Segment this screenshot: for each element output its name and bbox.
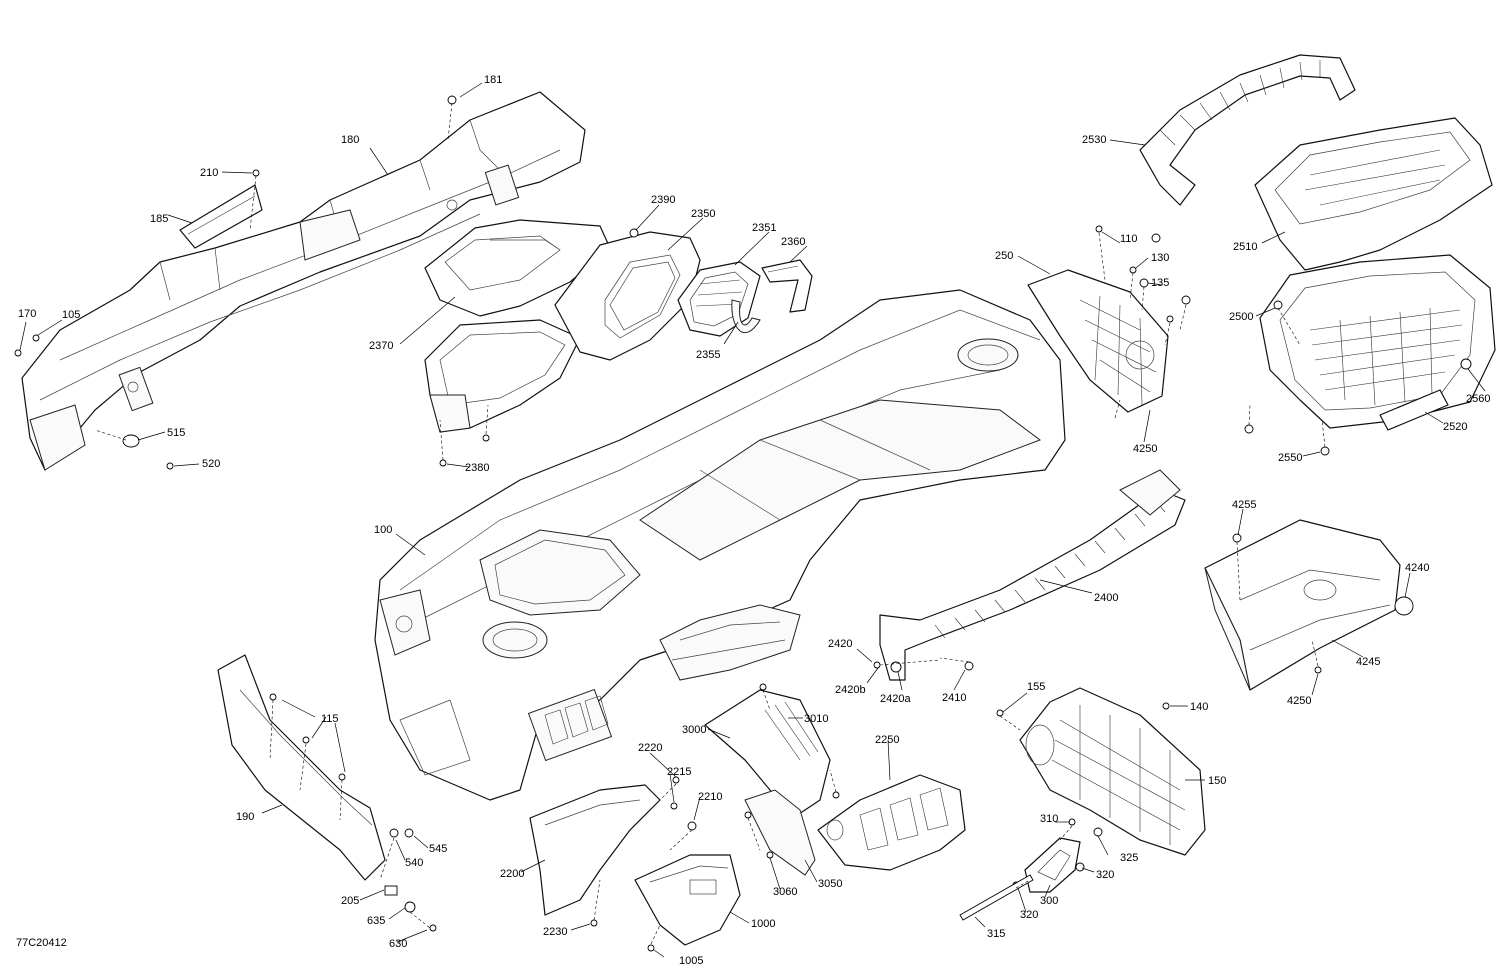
callout-4240: 4240 <box>1405 562 1429 574</box>
callout-180: 180 <box>341 134 359 146</box>
callout-2400: 2400 <box>1094 592 1118 604</box>
part-1000-pocket <box>634 854 741 946</box>
callout-2210: 2210 <box>698 791 722 803</box>
part-4245-storage-box <box>1204 519 1401 691</box>
callout-630: 630 <box>389 938 407 950</box>
callout-2420a: 2420a <box>880 693 911 705</box>
callout-635: 635 <box>367 915 385 927</box>
callout-2360: 2360 <box>781 236 805 248</box>
part-4240-plug <box>1394 596 1414 616</box>
part-180-upper-rail <box>21 91 586 471</box>
callout-2220: 2220 <box>638 742 662 754</box>
callout-170: 170 <box>18 308 36 320</box>
callout-labels: 181 180 210 185 170 105 515 520 2370 238… <box>16 74 1490 967</box>
callout-540: 540 <box>405 857 423 869</box>
callout-155: 155 <box>1027 681 1045 693</box>
part-300-bracket <box>1024 837 1081 893</box>
callout-2420b: 2420b <box>835 684 866 696</box>
callout-185: 185 <box>150 213 168 225</box>
callout-2250: 2250 <box>875 734 899 746</box>
callout-190: 190 <box>236 811 254 823</box>
callout-2420: 2420 <box>828 638 852 650</box>
part-2520-strap <box>1379 389 1449 431</box>
callout-130: 130 <box>1151 252 1169 264</box>
callout-1000: 1000 <box>751 918 775 930</box>
callout-2380: 2380 <box>465 462 489 474</box>
callout-205: 205 <box>341 895 359 907</box>
part-2400-long-rail <box>879 469 1186 681</box>
callout-310: 310 <box>1040 813 1058 825</box>
callout-4250-upper: 4250 <box>1133 443 1157 455</box>
part-2360-ring <box>761 259 813 313</box>
callout-115: 115 <box>321 713 339 725</box>
callout-320-lower: 320 <box>1020 909 1038 921</box>
part-2250-center-panel <box>817 774 966 871</box>
callout-2560: 2560 <box>1466 393 1490 405</box>
callout-3060: 3060 <box>773 886 797 898</box>
callout-2550: 2550 <box>1278 452 1302 464</box>
callout-2200: 2200 <box>500 868 524 880</box>
callout-2230: 2230 <box>543 926 567 938</box>
part-2200-pocket <box>529 784 661 916</box>
part-2370-top-cover <box>424 219 611 317</box>
hardware <box>14 95 1472 952</box>
callout-325: 325 <box>1120 852 1138 864</box>
callout-1005: 1005 <box>679 955 703 967</box>
callout-4255: 4255 <box>1232 499 1256 511</box>
callout-105: 105 <box>62 309 80 321</box>
callout-2500: 2500 <box>1229 311 1253 323</box>
part-150-lower-bracket <box>1019 687 1206 856</box>
callout-2370: 2370 <box>369 340 393 352</box>
callout-2530: 2530 <box>1082 134 1106 146</box>
callout-2215: 2215 <box>667 766 691 778</box>
callout-2351: 2351 <box>752 222 776 234</box>
callout-135: 135 <box>1151 277 1169 289</box>
part-2500-storage-bin <box>1259 254 1496 429</box>
callout-515: 515 <box>167 427 185 439</box>
callout-181: 181 <box>484 74 502 86</box>
part-2355-ring <box>731 299 761 334</box>
callout-110: 110 <box>1120 233 1138 245</box>
callout-2390: 2390 <box>651 194 675 206</box>
callout-4245: 4245 <box>1356 656 1380 668</box>
part-100-dashboard <box>374 289 1066 801</box>
callout-140: 140 <box>1190 701 1208 713</box>
part-2380-storage-tray <box>424 319 581 433</box>
part-185-bracket <box>179 184 263 249</box>
part-2530-grab-handle <box>1139 54 1356 206</box>
part-250-side-bracket <box>1027 269 1169 413</box>
part-2510-storage-lid <box>1254 117 1493 271</box>
callout-150: 150 <box>1208 775 1226 787</box>
callout-2510: 2510 <box>1233 241 1257 253</box>
callout-545: 545 <box>429 843 447 855</box>
callout-3010: 3010 <box>804 713 828 725</box>
callout-300: 300 <box>1040 895 1058 907</box>
callout-320-upper: 320 <box>1096 869 1114 881</box>
callout-4250-lower: 4250 <box>1287 695 1311 707</box>
callout-3000: 3000 <box>682 724 706 736</box>
callout-315: 315 <box>987 928 1005 940</box>
callout-3050: 3050 <box>818 878 842 890</box>
part-3000-cover <box>704 689 831 821</box>
part-3050-bracket <box>744 789 816 876</box>
diagram-code: 77C20412 <box>16 937 67 949</box>
leader-lines <box>19 82 1486 958</box>
callout-250: 250 <box>995 250 1013 262</box>
callout-2355: 2355 <box>696 349 720 361</box>
part-190-side-panel <box>217 654 386 881</box>
callout-210: 210 <box>200 167 218 179</box>
callout-520: 520 <box>202 458 220 470</box>
callout-2350: 2350 <box>691 208 715 220</box>
callout-2520: 2520 <box>1443 421 1467 433</box>
callout-100: 100 <box>374 524 392 536</box>
callout-2410: 2410 <box>942 692 966 704</box>
